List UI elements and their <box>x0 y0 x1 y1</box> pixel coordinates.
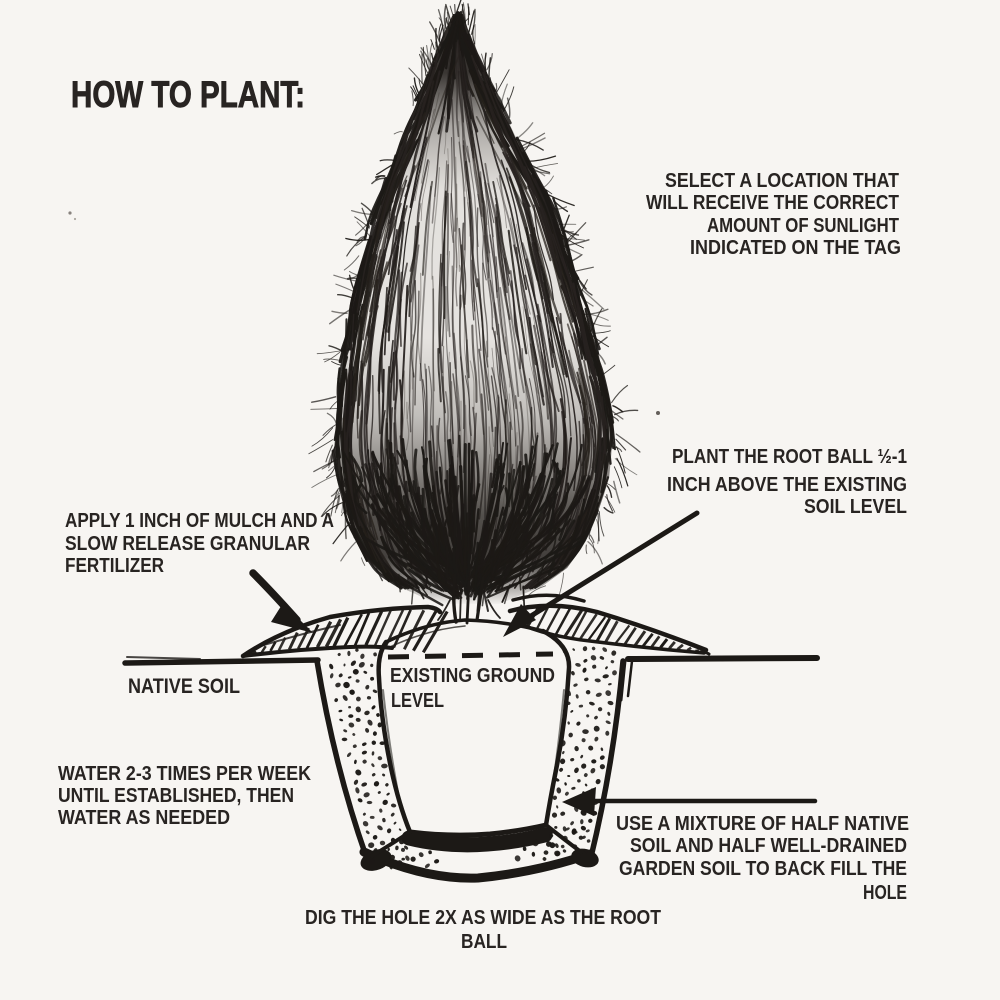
svg-text:EXISTING GROUND: EXISTING GROUND <box>390 665 555 687</box>
svg-text:AMOUNT OF SUNLIGHT: AMOUNT OF SUNLIGHT <box>707 215 899 237</box>
svg-text:INCH ABOVE THE EXISTING: INCH ABOVE THE EXISTING <box>667 474 907 496</box>
svg-text:NATIVE SOIL: NATIVE SOIL <box>128 675 240 698</box>
svg-text:APPLY 1 INCH OF MULCH AND A: APPLY 1 INCH OF MULCH AND A <box>65 510 334 532</box>
svg-text:PLANT THE ROOT BALL ½-1: PLANT THE ROOT BALL ½-1 <box>672 446 907 468</box>
svg-text:SELECT A LOCATION THAT: SELECT A LOCATION THAT <box>665 170 899 192</box>
svg-text:WATER AS NEEDED: WATER AS NEEDED <box>58 807 230 829</box>
svg-text:BALL: BALL <box>461 931 507 953</box>
svg-text:SOIL LEVEL: SOIL LEVEL <box>804 496 907 518</box>
svg-text:HOW TO PLANT:: HOW TO PLANT: <box>71 74 305 115</box>
svg-text:DIG THE HOLE 2X AS WIDE AS THE: DIG THE HOLE 2X AS WIDE AS THE ROOT <box>305 907 661 929</box>
svg-text:INDICATED ON THE TAG: INDICATED ON THE TAG <box>690 237 901 259</box>
svg-text:HOLE: HOLE <box>863 882 907 904</box>
svg-text:FERTILIZER: FERTILIZER <box>65 555 164 577</box>
svg-text:SOIL AND HALF WELL-DRAINED: SOIL AND HALF WELL-DRAINED <box>630 835 907 857</box>
svg-text:SLOW RELEASE GRANULAR: SLOW RELEASE GRANULAR <box>65 533 310 555</box>
svg-text:WATER 2-3 TIMES PER WEEK: WATER 2-3 TIMES PER WEEK <box>58 763 311 785</box>
svg-text:UNTIL ESTABLISHED, THEN: UNTIL ESTABLISHED, THEN <box>58 785 294 807</box>
svg-text:LEVEL: LEVEL <box>391 690 444 712</box>
svg-text:WILL RECEIVE THE CORRECT: WILL RECEIVE THE CORRECT <box>646 192 899 214</box>
svg-text:GARDEN SOIL TO BACK FILL THE: GARDEN SOIL TO BACK FILL THE <box>619 858 907 880</box>
svg-text:USE A MIXTURE OF HALF NATIVE: USE A MIXTURE OF HALF NATIVE <box>616 813 909 835</box>
